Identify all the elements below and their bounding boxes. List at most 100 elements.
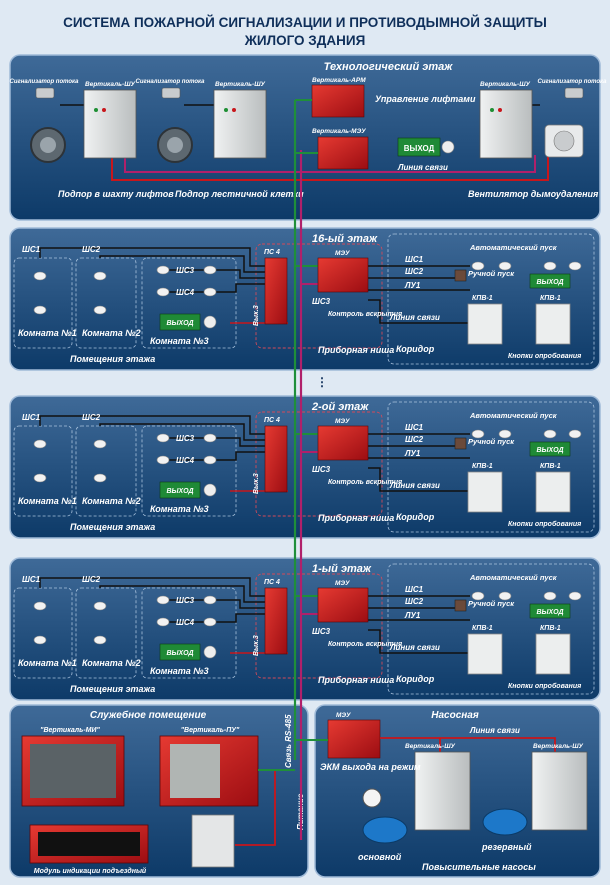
floor-panel — [9, 557, 601, 701]
smoke-detector — [203, 265, 217, 275]
floor-panel — [9, 227, 601, 371]
corridor-detector — [498, 591, 512, 601]
auto-start-label: Автоматический пуск — [469, 243, 558, 252]
pump-line: Линия связи — [469, 726, 520, 735]
tech-arm-label: Вертикаль-АРМ — [312, 77, 366, 84]
tech-sounder — [441, 140, 455, 154]
corridor-detector — [543, 591, 557, 601]
floor-title: 1-ый этаж — [312, 563, 372, 575]
floor-title: 2-ой этаж — [311, 401, 369, 413]
corridor-lu1: ЛУ1 — [404, 611, 421, 620]
diagram-title-line2: ЖИЛОГО ЗДАНИЯ — [244, 33, 366, 48]
room-3-sounder — [203, 483, 217, 497]
tech-caption-3: Вентилятор дымоудаления — [468, 189, 599, 199]
room-2-label: Комната №2 — [82, 328, 141, 338]
tech-flow-signal-2: Сигнализатор потока — [136, 79, 206, 85]
corridor-sh2: ШС2 — [405, 597, 424, 606]
room-3-sounder — [203, 645, 217, 659]
corridor-exit-text: ВЫХОД — [536, 609, 563, 616]
svg-text:ВЫХОД: ВЫХОД — [404, 144, 435, 153]
tech-flow-sensor-3 — [564, 87, 584, 99]
tech-arm-device — [311, 84, 365, 118]
smoke-detector — [156, 287, 170, 297]
smoke-detector — [203, 455, 217, 465]
vykh3-label: Вых.3 — [253, 305, 260, 326]
corridor-detector — [498, 261, 512, 271]
corridor-detector — [568, 261, 582, 271]
meu-device — [317, 425, 369, 461]
rooms-caption: Помещения этажа — [70, 684, 155, 694]
vykh3-label: Вых.3 — [253, 635, 260, 656]
tech-elevator-control: Управление лифтами — [375, 94, 476, 104]
ps4-device — [264, 257, 288, 325]
room-3-exit-text: ВЫХОД — [166, 488, 193, 495]
smoke-detector — [93, 305, 107, 315]
corridor-sh1: ШС1 — [405, 585, 424, 594]
corridor-lu1: ЛУ1 — [404, 449, 421, 458]
trunk-green-top — [295, 99, 318, 154]
smoke-detector — [93, 439, 107, 449]
tech-shu-3-cabinet — [479, 89, 533, 159]
sh2-label: ШС2 — [82, 575, 101, 584]
pump-shu-2-label: Вертикаль-ШУ — [533, 743, 584, 750]
tech-flow-signal-1: Сигнализатор потока — [10, 79, 80, 85]
kpv-1-label: КПВ-1 — [472, 463, 493, 470]
pump-meu-label: МЭУ — [336, 712, 351, 719]
control-label: Контроль вскрытия — [328, 641, 402, 648]
floor-title: 16-ый этаж — [312, 233, 378, 245]
ps4-label: ПС 4 — [264, 249, 280, 256]
tech-floor-title: Технологический этаж — [324, 61, 454, 73]
niche-box — [255, 411, 383, 517]
room-2-box — [75, 425, 137, 517]
pump-shu-1-label: Вертикаль-ШУ — [405, 743, 456, 750]
room-3-box — [141, 587, 237, 679]
pump-wire-red — [380, 737, 556, 752]
smoke-detector — [93, 271, 107, 281]
test-buttons-label: Кнопки опробования — [508, 520, 581, 528]
pump-ekm: ЭКМ выхода на режим — [320, 762, 421, 772]
kpv-2-cabinet — [535, 633, 571, 675]
sh4-label: ШС4 — [176, 288, 195, 297]
tech-wire-magenta — [124, 155, 536, 173]
sh4-label: ШС4 — [176, 618, 195, 627]
service-pu-label: "Вертикаль-ПУ" — [181, 727, 240, 734]
auto-start-label: Автоматический пуск — [469, 411, 558, 420]
rooms-caption: Помещения этажа — [70, 522, 155, 532]
room-1-label: Комната №1 — [18, 496, 77, 506]
room-1-label: Комната №1 — [18, 328, 77, 338]
corridor-box — [387, 401, 595, 533]
smoke-detector — [33, 473, 47, 483]
tech-caption-1: Подпор в шахту лифтов — [58, 189, 174, 199]
loop-wires — [39, 415, 265, 461]
corridor-label: Коридор — [396, 344, 435, 354]
room-2-box — [75, 587, 137, 679]
corridor-detector — [543, 261, 557, 271]
tech-meu-label: Вертикаль-МЭУ — [312, 128, 366, 135]
out-wires — [368, 595, 470, 654]
service-title: Служебное помещение — [90, 709, 207, 721]
sh3-label: ШС3 — [176, 266, 195, 275]
room-3-exit-sign — [159, 313, 201, 331]
smoke-detector — [33, 601, 47, 611]
corridor-detector — [568, 429, 582, 439]
tech-exit-sign — [397, 137, 441, 157]
tech-flow-sensor-2 — [161, 87, 181, 99]
smoke-detector — [203, 617, 217, 627]
kpv-1-cabinet — [467, 303, 503, 345]
smoke-detector — [93, 601, 107, 611]
corridor-sh1: ШС1 — [405, 423, 424, 432]
service-module-label: Модуль индикации подъездный — [34, 867, 147, 875]
corridor-exit-sign — [529, 273, 571, 289]
sh1-label: ШС1 — [22, 413, 41, 422]
room-2-label: Комната №2 — [82, 658, 141, 668]
kpv-2-cabinet — [535, 303, 571, 345]
service-mi-label: "Вертикаль-МИ" — [40, 727, 100, 734]
corridor-detector — [498, 429, 512, 439]
smoke-detector — [33, 271, 47, 281]
corridor-detector — [471, 591, 485, 601]
kpv-2-label: КПВ-1 — [540, 463, 561, 470]
kpv-1-label: КПВ-1 — [472, 295, 493, 302]
